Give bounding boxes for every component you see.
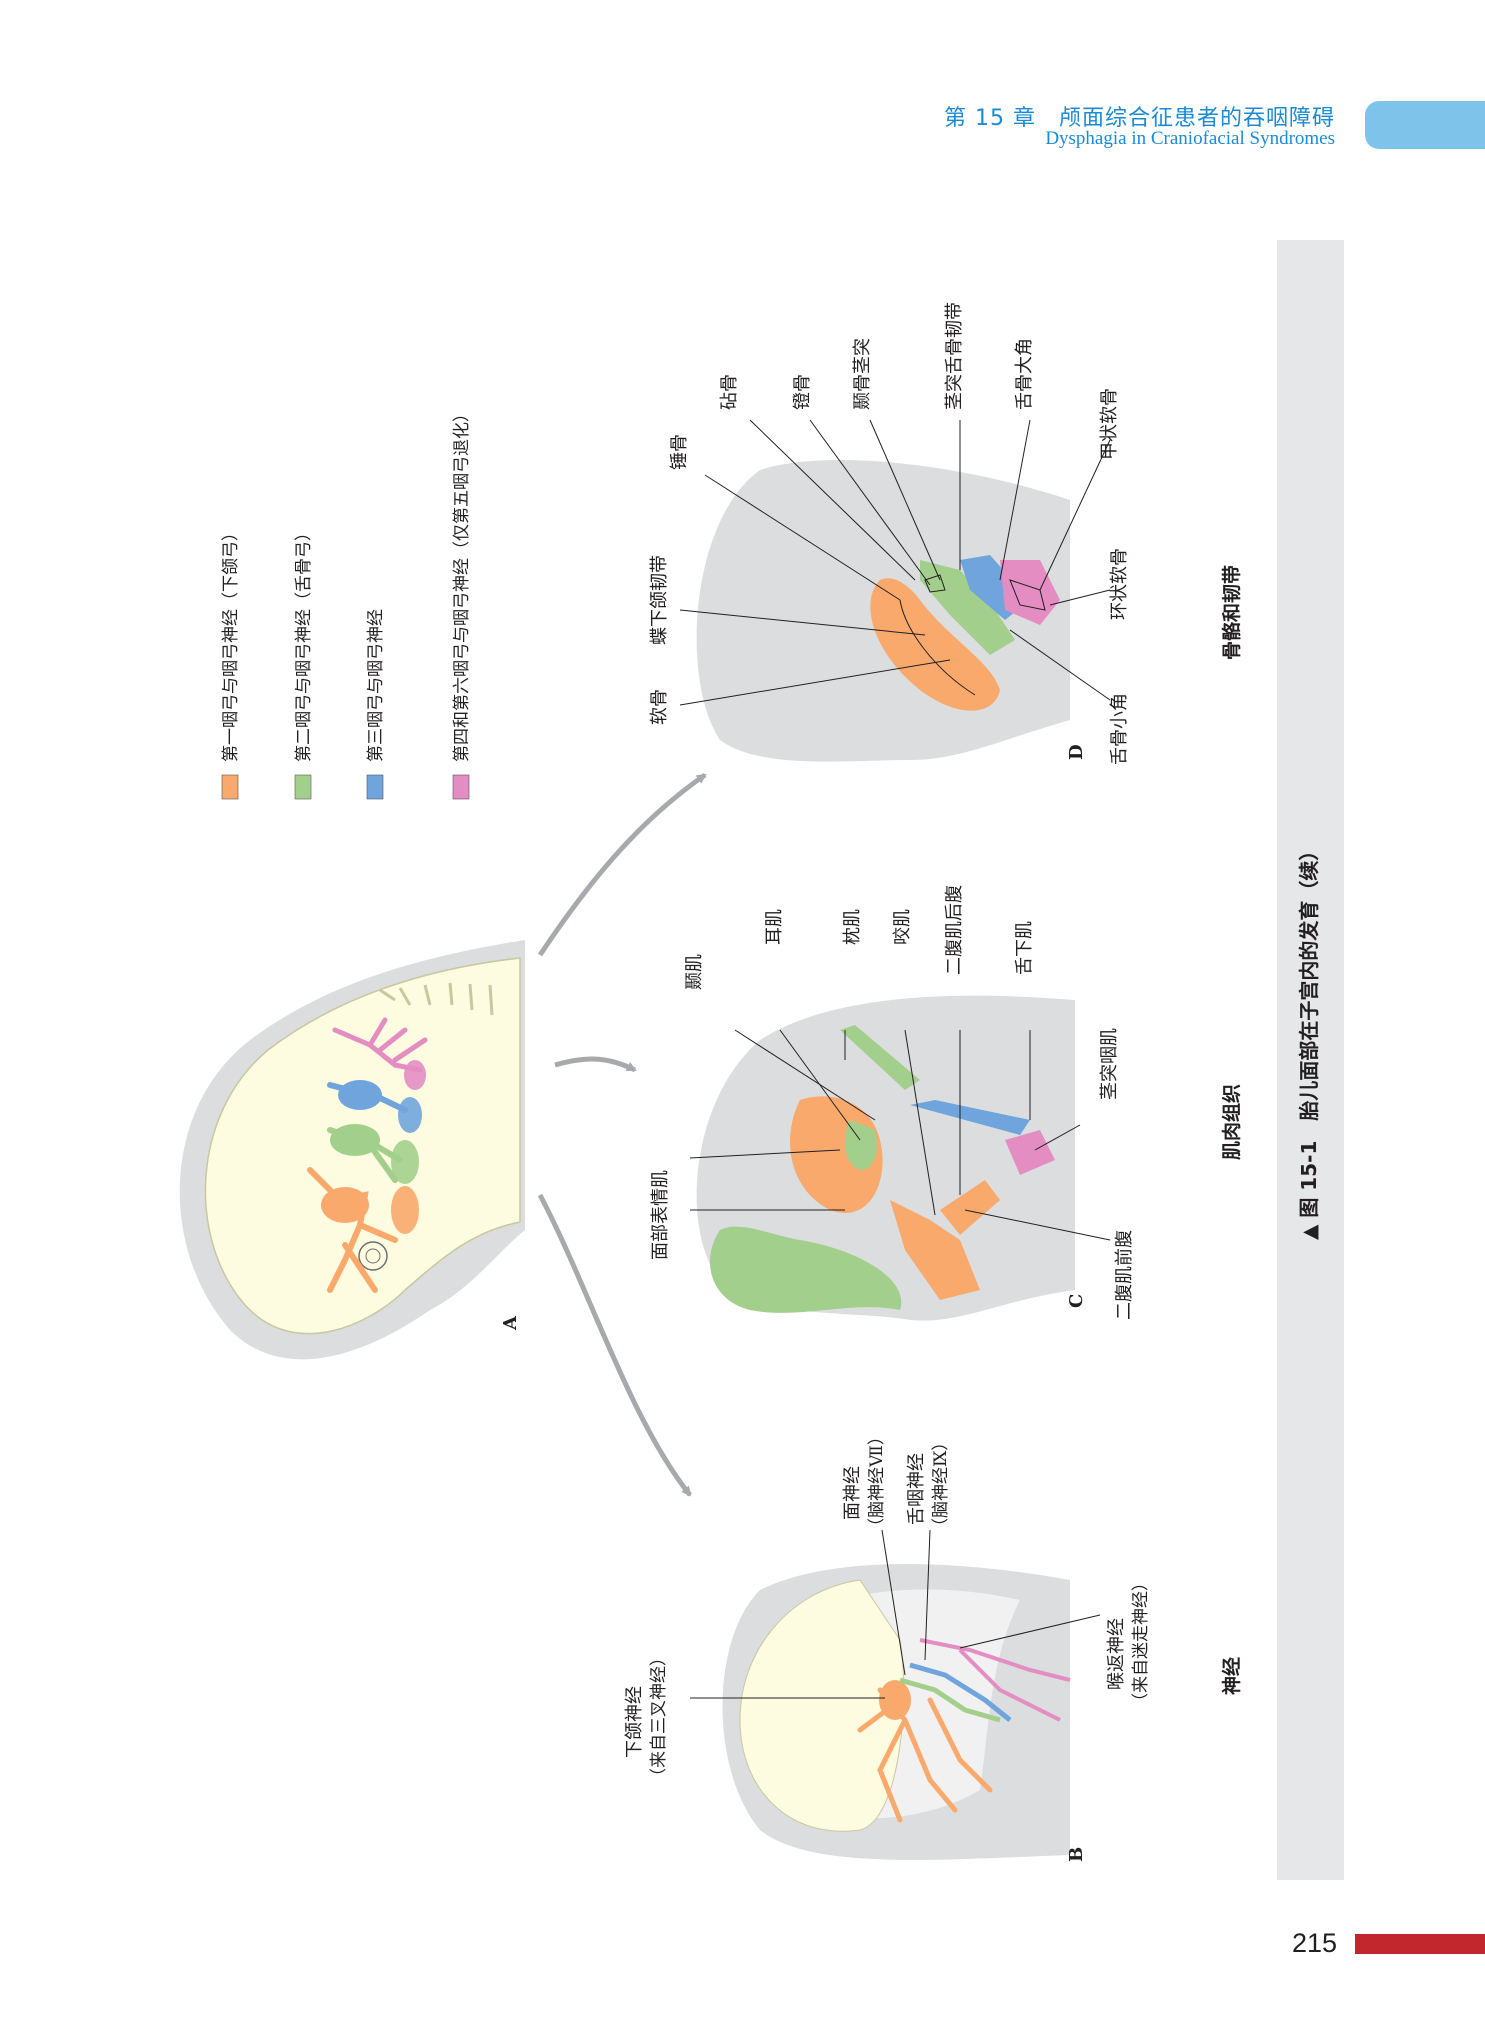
legend-arch1: 第一咽弓与咽弓神经（下颌弓） bbox=[221, 524, 241, 762]
caption-band bbox=[1277, 240, 1344, 1880]
figure-caption: ▲ 图 15-1 胎儿面部在子宫内的发育（续） bbox=[1297, 841, 1321, 1240]
label-glosso: 舌咽神经 bbox=[906, 1453, 927, 1525]
facial-expression-muscle bbox=[710, 1226, 902, 1313]
label-sphenomandibular: 蝶下颌韧带 bbox=[649, 555, 670, 645]
label-facial-note: （脑神经Ⅶ） bbox=[867, 1428, 887, 1535]
label-stylohyoid-lig: 茎突舌骨韧带 bbox=[944, 302, 965, 410]
panel-a: A bbox=[179, 940, 525, 1360]
arch4-nerve bbox=[332, 1017, 428, 1073]
label-stylopharyngeus: 茎突咽肌 bbox=[1099, 1028, 1120, 1100]
page-footer-bar bbox=[1355, 1934, 1485, 1954]
digastric-muscle bbox=[940, 1180, 1000, 1235]
panel-c: 颞肌 耳肌 枕肌 咬肌 二腹肌后腹 舌下肌 茎突咽肌 面部表情肌 二腹肌前腹 C… bbox=[650, 885, 1243, 1321]
label-mandibular-note: （来自三叉神经） bbox=[649, 1649, 669, 1785]
panel-b-brain bbox=[739, 1579, 905, 1832]
chapter-subtitle: Dysphagia in Craniofacial Syndromes bbox=[1045, 128, 1335, 149]
panel-b-label: B bbox=[1066, 1847, 1087, 1862]
label-masseter: 咬肌 bbox=[892, 909, 913, 945]
label-temporalis: 颞肌 bbox=[684, 954, 705, 990]
label-cricoid: 环状软骨 bbox=[1109, 548, 1130, 620]
arch1-swelling bbox=[391, 1186, 419, 1234]
arrow-to-d bbox=[537, 772, 707, 957]
panel-c-title: 肌肉组织 bbox=[1220, 1084, 1243, 1160]
legend: 第一咽弓与咽弓神经（下颌弓） 第二咽弓与咽弓神经（舌骨弓） 第三咽弓与咽弓神经 … bbox=[221, 405, 472, 800]
occipitalis-muscle bbox=[840, 1025, 920, 1090]
somites bbox=[379, 982, 494, 1016]
label-auricular: 耳肌 bbox=[764, 909, 785, 945]
label-laryngeal: 喉返神经 bbox=[1106, 1618, 1127, 1690]
arch3-nerve bbox=[327, 1082, 408, 1113]
label-glosso-note: （脑神经Ⅸ） bbox=[931, 1434, 951, 1535]
panel-d: 锤骨 砧骨 镫骨 颞骨茎突 茎突舌骨韧带 舌骨大角 甲状软骨 环状软骨 舌骨小角… bbox=[649, 302, 1243, 765]
label-incus: 砧骨 bbox=[719, 374, 740, 410]
chapter-tab bbox=[1365, 101, 1485, 149]
mandibular-nerve bbox=[857, 1687, 993, 1823]
page-number: 215 bbox=[1292, 1928, 1338, 1958]
panel-b-title: 神经 bbox=[1220, 1657, 1243, 1695]
label-malleus: 锤骨 bbox=[669, 434, 690, 470]
stylopharyngeus-muscle bbox=[1005, 1130, 1055, 1175]
panel-a-label: A bbox=[500, 1315, 521, 1331]
label-facial-expression: 面部表情肌 bbox=[650, 1170, 671, 1260]
label-hyoglossus: 舌下肌 bbox=[1014, 921, 1035, 975]
panel-c-label: C bbox=[1066, 1294, 1087, 1308]
label-occipitalis: 枕肌 bbox=[842, 909, 863, 945]
label-stapes: 镫骨 bbox=[792, 374, 813, 410]
label-thyroid: 甲状软骨 bbox=[1099, 388, 1120, 460]
panel-b: 下颌神经 （来自三叉神经） 面神经 （脑神经Ⅶ） 舌咽神经 （脑神经Ⅸ） 喉返神… bbox=[624, 1428, 1243, 1862]
panel-d-title: 骨骼和韧带 bbox=[1220, 565, 1243, 660]
hyoglossus-muscle bbox=[910, 1100, 1030, 1135]
arrow-to-c bbox=[554, 1056, 637, 1073]
label-laryngeal-note: （来自迷走神经） bbox=[1131, 1574, 1151, 1710]
label-digastric-post: 二腹肌后腹 bbox=[944, 885, 965, 975]
legend-arch3: 第三咽弓与咽弓神经 bbox=[366, 609, 386, 762]
masseter-muscle bbox=[890, 1200, 980, 1300]
auricular-muscle bbox=[844, 1120, 877, 1170]
legend-arch4: 第四和第六咽弓与咽弓神经（仅第五咽弓退化） bbox=[452, 405, 472, 762]
arrow-to-b bbox=[537, 1193, 692, 1497]
glosso-nerve bbox=[909, 1662, 1012, 1722]
hyoid-arch-cartilage bbox=[920, 560, 1015, 655]
vagus-nerve bbox=[919, 1638, 1071, 1722]
label-greater-horn: 舌骨大角 bbox=[1014, 338, 1035, 410]
label-lesser-horn: 舌骨小角 bbox=[1109, 693, 1130, 765]
arch2-nerve bbox=[327, 1127, 403, 1183]
chapter-title: 第 15 章 颅面综合征患者的吞咽障碍 bbox=[944, 106, 1335, 131]
label-mandibular: 下颌神经 bbox=[624, 1686, 645, 1758]
label-meckel: 软骨 bbox=[649, 689, 670, 725]
label-facial: 面神经 bbox=[842, 1466, 863, 1520]
label-digastric-ant: 二腹肌前腹 bbox=[1114, 1230, 1135, 1320]
otic-vesicle bbox=[358, 1241, 388, 1271]
panel-d-label: D bbox=[1066, 744, 1087, 760]
legend-arch2: 第二咽弓与咽弓神经（舌骨弓） bbox=[294, 524, 314, 762]
label-styloid: 颞骨茎突 bbox=[852, 338, 873, 410]
facial-nerve bbox=[899, 1677, 1001, 1723]
